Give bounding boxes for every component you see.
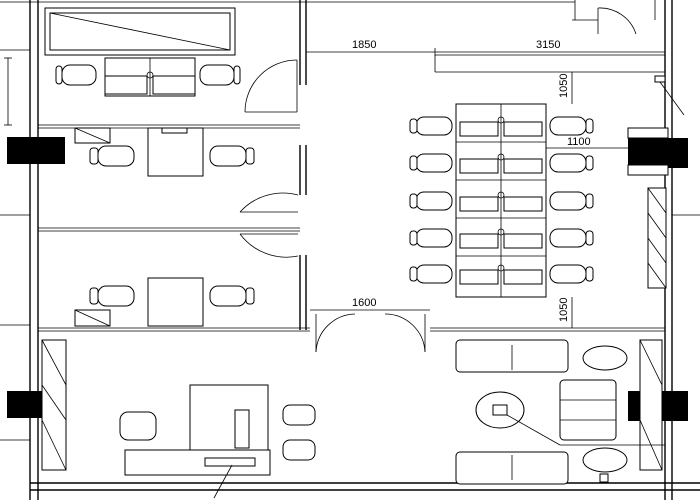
interior-walls (38, 0, 665, 332)
chair (61, 64, 97, 86)
doors (315, 7, 637, 353)
open-office (409, 103, 594, 298)
dimension-label-right-offset: 1100 (567, 136, 591, 148)
dimension-label-door-span: 1600 (352, 297, 376, 309)
dimension-label-top-right: 3150 (536, 39, 560, 51)
lower-left-office (74, 277, 255, 327)
chair (97, 145, 135, 167)
chair (282, 404, 316, 426)
dimension-label-vertical-upper: 1050 (558, 74, 570, 98)
chair (282, 439, 316, 461)
chair (119, 411, 157, 441)
side-table (582, 447, 628, 473)
chair-right-1 (549, 116, 587, 136)
chair-left-3 (415, 191, 453, 211)
chair-right-2 (549, 153, 587, 173)
chair-left-4 (415, 228, 453, 248)
chair-left-1 (415, 116, 453, 136)
armchair-sofa (559, 379, 617, 441)
chair (209, 145, 247, 167)
chair (97, 285, 135, 307)
side-table (582, 345, 628, 371)
chair-left-2 (415, 153, 453, 173)
reception-area (119, 384, 316, 499)
lounge-area (455, 339, 665, 485)
dimension-label-vertical-lower: 1050 (558, 298, 570, 322)
dimension-label-top-left: 1850 (352, 39, 376, 51)
top-left-office (44, 7, 298, 113)
column-right-upper (628, 138, 688, 168)
dimension-lines (4, 48, 685, 328)
chair-right-5 (549, 264, 587, 284)
left-shelving (41, 339, 67, 471)
chair-right-4 (549, 228, 587, 248)
chair (209, 285, 247, 307)
chair (199, 64, 235, 86)
chair-left-5 (415, 264, 453, 284)
chair-right-3 (549, 191, 587, 211)
middle-left-office (74, 127, 299, 258)
column-left-upper (7, 137, 65, 164)
